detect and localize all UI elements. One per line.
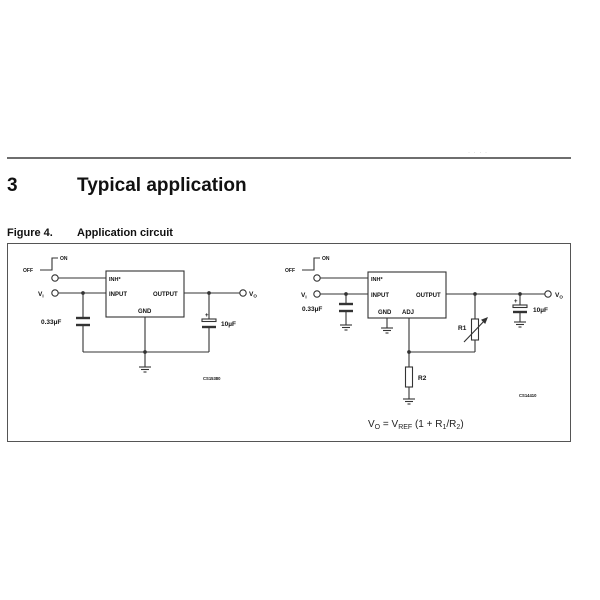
left-vo-terminal bbox=[239, 289, 247, 297]
right-pin-inh: INH* bbox=[371, 277, 383, 283]
right-cap-out-label: 10µF bbox=[533, 307, 548, 314]
right-cap-in-label: 0.33µF bbox=[302, 306, 322, 313]
right-pin-adj: ADJ bbox=[402, 310, 414, 316]
right-pin-input: INPUT bbox=[371, 293, 389, 299]
left-pin-output: OUTPUT bbox=[153, 292, 178, 298]
left-vi-terminal bbox=[51, 289, 59, 297]
right-cap-out-polarity: + bbox=[514, 299, 518, 305]
left-inhibit-switch bbox=[40, 257, 58, 271]
right-output-cap-plate-top bbox=[512, 304, 528, 309]
right-regulator-chip bbox=[367, 271, 447, 319]
right-circuit bbox=[302, 257, 552, 405]
left-switch-off-label: OFF bbox=[23, 268, 33, 274]
left-circuit bbox=[40, 257, 247, 373]
left-cap-out-polarity: + bbox=[205, 313, 209, 319]
left-pin-input: INPUT bbox=[109, 292, 127, 298]
left-drawing-code: CS15380 bbox=[203, 376, 221, 381]
rule-marks: · · · · bbox=[468, 150, 488, 156]
right-inh-terminal bbox=[313, 274, 321, 282]
right-drawing-code: CS14410 bbox=[519, 393, 537, 398]
right-r2-ground-icon bbox=[403, 398, 415, 405]
left-switch-on-label: ON bbox=[60, 256, 68, 262]
right-pin-output: OUTPUT bbox=[416, 293, 441, 299]
left-vi-label: VI bbox=[38, 291, 44, 299]
left-cap-out-label: 10µF bbox=[221, 321, 236, 328]
right-vi-terminal bbox=[313, 290, 321, 298]
right-output-cap-ground-icon bbox=[514, 321, 526, 328]
right-input-cap-ground-icon bbox=[340, 324, 352, 331]
right-vi-label: VI bbox=[301, 292, 307, 300]
right-vo-terminal bbox=[544, 290, 552, 298]
right-chip-ground-icon bbox=[381, 327, 393, 334]
figure-number: Figure 4. bbox=[7, 227, 53, 239]
left-inh-terminal bbox=[51, 274, 59, 282]
right-r2-label: R2 bbox=[418, 375, 427, 382]
left-ground-icon bbox=[139, 366, 151, 373]
left-pin-gnd: GND bbox=[138, 309, 152, 315]
right-vo-label: VO bbox=[555, 292, 563, 300]
left-circuit-labels: OFF ON VI VO INH* INPUT OUTPUT GND 0.33µ… bbox=[23, 256, 257, 381]
output-voltage-formula: VO = VREF (1 + R1/R2) bbox=[368, 419, 464, 431]
figure-title: Application circuit bbox=[77, 227, 173, 239]
left-cap-in-label: 0.33µF bbox=[41, 319, 61, 326]
right-switch-off-label: OFF bbox=[285, 268, 295, 274]
left-vo-label: VO bbox=[249, 291, 257, 299]
right-circuit-labels: OFF ON VI VO INH* INPUT OUTPUT GND ADJ 0… bbox=[285, 256, 563, 431]
right-switch-on-label: ON bbox=[322, 256, 330, 262]
right-r1-label: R1 bbox=[458, 325, 467, 332]
figure-frame bbox=[7, 243, 571, 442]
right-r2-resistor bbox=[404, 366, 414, 388]
top-rule bbox=[7, 157, 571, 159]
left-output-cap-plate-top bbox=[201, 318, 217, 323]
right-pin-gnd: GND bbox=[378, 310, 392, 316]
left-pin-inh: INH* bbox=[109, 277, 121, 283]
right-r1-adjust-arrow bbox=[463, 317, 488, 343]
section-number: 3 bbox=[7, 175, 18, 196]
section-title: Typical application bbox=[77, 175, 247, 196]
right-inhibit-switch bbox=[302, 257, 320, 271]
right-r1-resistor bbox=[470, 318, 480, 341]
